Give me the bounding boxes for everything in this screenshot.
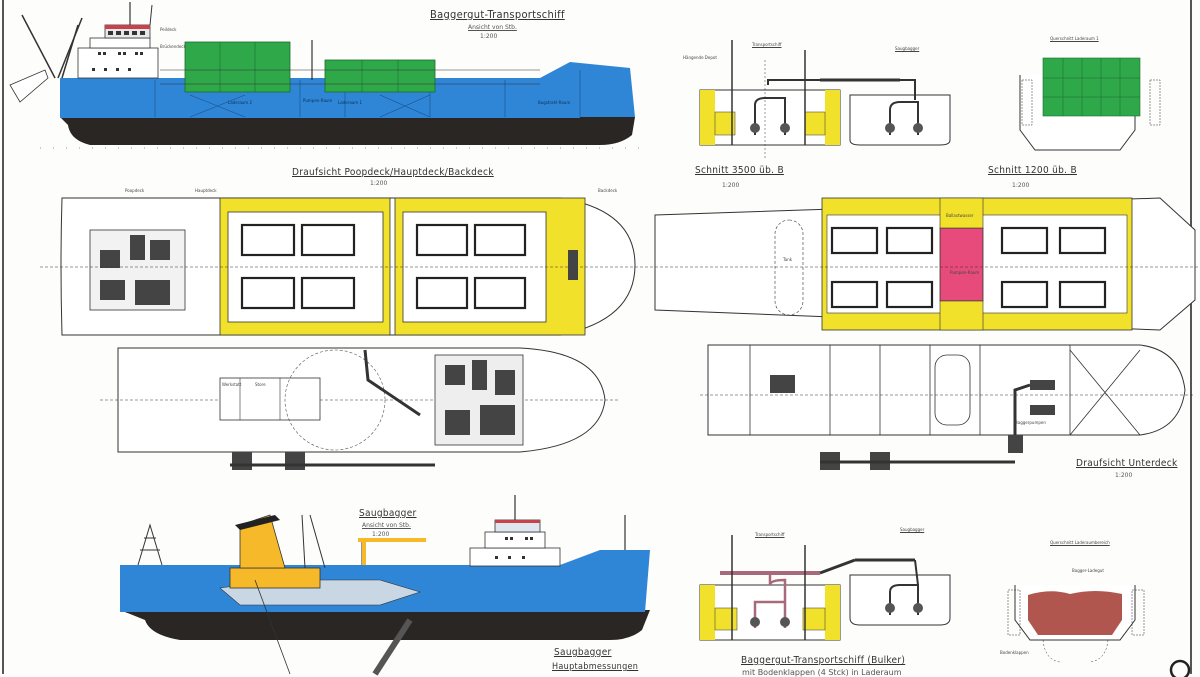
label-store: Store <box>255 382 266 387</box>
label-backdeck: Backdeck <box>598 188 618 193</box>
plan-decks-scale: 1:200 <box>370 180 388 187</box>
underdeck-plan-drawing <box>640 197 1200 470</box>
label-tank: Tank <box>783 257 793 262</box>
bulker-cross-sections <box>699 535 1191 677</box>
dredger-side-view <box>120 495 650 676</box>
dredger-deck-plan <box>100 347 620 470</box>
label-laderaum-2: Laderaum 2 <box>228 100 253 105</box>
label-laderaum-1: Laderaum 1 <box>338 100 363 105</box>
section-3500-title: Schnitt 3500 üb. B <box>695 165 784 176</box>
section-1200-scale: 1:200 <box>1012 182 1030 189</box>
label-querschnitt-laderaumbereich: Querschnitt Laderaumbereich <box>1050 540 1110 545</box>
label-baggerpumpen: Baggerpumpen <box>1015 420 1046 425</box>
label-bodenklappen: Bodenklappen <box>1000 650 1029 655</box>
transport-side-scale: 1:200 <box>480 33 498 40</box>
label-bulker-transportschiff: Transportschiff <box>755 532 785 537</box>
bulker-title: Baggergut-Transportschiff (Bulker) <box>741 655 906 666</box>
plan-decks-drawing <box>40 197 640 336</box>
drawing-frame-right <box>1190 0 1192 674</box>
dredger-side-subtitle: Ansicht von Stb. <box>362 522 411 529</box>
label-bugstrahl: Bugstrahl-Raum <box>538 100 571 105</box>
bulker-subtitle: mit Bodenklappen (4 Stck) in Laderaum <box>742 668 902 677</box>
label-ballastwasser: Ballastwasser <box>946 213 974 218</box>
section-1200-title: Schnitt 1200 üb. B <box>988 165 1077 176</box>
transport-side-subtitle: Ansicht von Stb. <box>468 24 517 31</box>
label-saugbagger-section: Saugbagger <box>895 46 920 51</box>
label-poopdeck: Poopdeck <box>125 188 145 193</box>
label-bulker-saugbagger: Saugbagger <box>900 527 925 532</box>
dredger-side-scale: 1:200 <box>372 531 390 538</box>
label-pumpenraum: Pumpen-Raum <box>303 98 333 103</box>
dredger-dimensions-subtitle: Hauptabmessungen <box>552 662 639 672</box>
underdeck-title: Draufsicht Unterdeck <box>1076 458 1178 469</box>
plan-decks-title: Draufsicht Poopdeck/Hauptdeck/Backdeck <box>292 167 494 178</box>
drawing-frame-left <box>2 0 4 674</box>
label-haengende-depot: Hängende Depot <box>683 55 717 60</box>
label-hauptdeck: Hauptdeck <box>195 188 217 193</box>
label-brueckendeck: Brückendeck <box>160 44 186 49</box>
label-werkstatt: Werkstatt <box>222 382 242 387</box>
label-pumpenraum-plan: Pumpen-Raum <box>950 270 980 275</box>
transport-side-title: Baggergut-Transportschiff <box>430 8 565 21</box>
underdeck-scale: 1:200 <box>1115 472 1133 479</box>
transport-ship-side-view <box>9 2 640 149</box>
dredger-dimensions-title: Saugbagger <box>554 647 612 658</box>
label-peildeck: Peildeck <box>160 27 177 32</box>
label-bagger-ladegut: Bagger-Ladegut <box>1072 568 1104 573</box>
section-3500-scale: 1:200 <box>722 182 740 189</box>
label-transportschiff-section: Transportschiff <box>752 42 782 47</box>
cross-sections-top <box>699 40 1161 160</box>
dredger-side-title: Saugbagger <box>359 508 417 519</box>
label-querschnitt-laderaum: Querschnitt Laderaum 1 <box>1050 36 1099 41</box>
